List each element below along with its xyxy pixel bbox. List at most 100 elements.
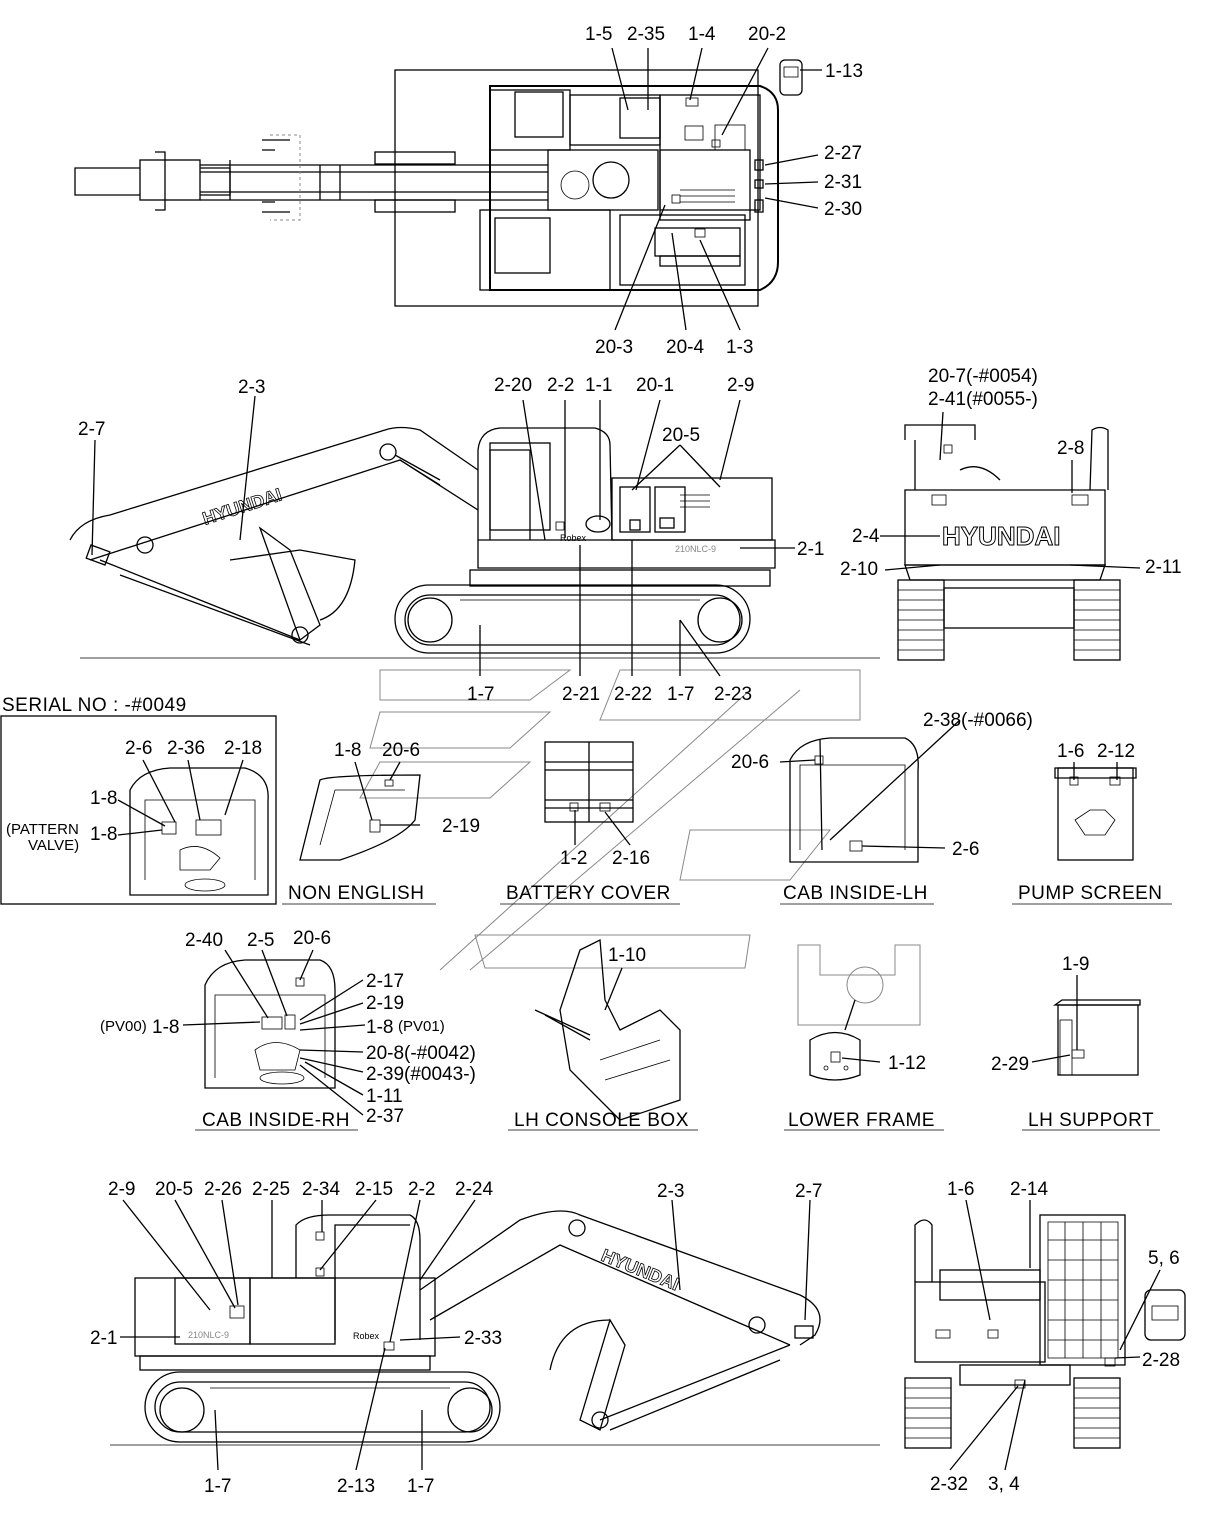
callout-2-3: 2-3 — [238, 377, 265, 398]
cab-inside-rh-title: CAB INSIDE-RH — [202, 1110, 350, 1131]
callout-2-8: 2-8 — [1057, 438, 1084, 459]
callout-2-7: 2-7 — [795, 1181, 822, 1202]
callout-2-1: 2-1 — [90, 1328, 117, 1349]
svg-text:Robex: Robex — [353, 1331, 380, 1341]
cab-inside-lh-title: CAB INSIDE-LH — [783, 883, 928, 904]
callout-1-8: 1-8 — [152, 1017, 179, 1038]
callout-1-8: 1-8 — [366, 1017, 393, 1038]
callout-1-8: 1-8 — [90, 824, 117, 845]
callout-2-2: 2-2 — [408, 1179, 435, 1200]
callout-20-2: 20-2 — [748, 24, 786, 45]
svg-text:210NLC-9: 210NLC-9 — [675, 544, 716, 554]
lh-support-title: LH SUPPORT — [1028, 1110, 1154, 1131]
serial-detail-drawing — [0, 715, 277, 905]
callout-1-4: 1-4 — [688, 24, 716, 45]
callout-20-4: 20-4 — [666, 337, 704, 358]
callout-2-2: 2-2 — [547, 375, 574, 396]
callout-2-9: 2-9 — [108, 1179, 135, 1200]
callout-1-3: 1-3 — [726, 337, 753, 358]
callout-2-6: 2-6 — [125, 738, 152, 759]
callout-2-13: 2-13 — [337, 1476, 375, 1497]
callout-20-1: 20-1 — [636, 375, 674, 396]
callout-1-6: 1-6 — [947, 1179, 974, 1200]
section-titles: SERIAL NO : -#0049 NON ENGLISH BATTERY C… — [2, 695, 1163, 1131]
callout-2-36: 2-36 — [167, 738, 205, 759]
callout-2-3: 2-3 — [657, 1181, 684, 1202]
callout-20-8: 20-8(-#0042) — [366, 1043, 476, 1064]
callout-2-25: 2-25 — [252, 1179, 290, 1200]
callout-2-17: 2-17 — [366, 971, 404, 992]
callout-2-7: 2-7 — [78, 419, 105, 440]
callout-1-8: 1-8 — [334, 740, 361, 761]
callout-20-3: 20-3 — [595, 337, 633, 358]
callout-2-24: 2-24 — [455, 1179, 493, 1200]
callout-1-10: 1-10 — [608, 945, 646, 966]
battery-cover-title: BATTERY COVER — [506, 883, 671, 904]
right-side-view-drawing: 210NLC-9 Robex HYUNDAI — [69, 426, 880, 659]
top-view-drawing — [74, 59, 803, 307]
background-stripes — [359, 669, 861, 971]
callout-1-7: 1-7 — [204, 1476, 231, 1497]
callout-1-8: 1-8 — [90, 788, 117, 809]
callout-2-14: 2-14 — [1010, 1179, 1048, 1200]
callout-2-34: 2-34 — [302, 1179, 340, 1200]
pattern-valve-label-line1: (PATTERN — [6, 821, 79, 838]
callout-2-1: 2-1 — [797, 539, 824, 560]
callout-2-38: 2-38(-#0066) — [923, 710, 1033, 731]
lower-frame-drawing — [784, 944, 944, 1131]
callout-2-30: 2-30 — [824, 199, 862, 220]
svg-text:Robex: Robex — [560, 533, 587, 543]
callout-1-9: 1-9 — [1062, 954, 1089, 975]
callout-2-5: 2-5 — [247, 930, 274, 951]
callout-3-4: 3, 4 — [988, 1474, 1020, 1495]
callout-2-26: 2-26 — [204, 1179, 242, 1200]
callout-labels: 1-5 2-35 1-4 20-2 1-13 2-27 2-31 2-30 20… — [6, 24, 1182, 1497]
callout-2-40: 2-40 — [185, 930, 223, 951]
non-english-title: NON ENGLISH — [288, 883, 424, 904]
callout-2-39: 2-39(#0043-) — [366, 1064, 476, 1085]
pump-screen-drawing — [1012, 767, 1172, 905]
callout-2-6: 2-6 — [952, 839, 979, 860]
leader-lines — [91, 47, 1161, 1471]
callout-5-6: 5, 6 — [1148, 1248, 1180, 1269]
rear-view-drawing: HYUNDAI — [897, 424, 1121, 661]
callout-20-5: 20-5 — [662, 425, 700, 446]
callout-1-7: 1-7 — [667, 684, 694, 705]
cab-inside-rh-drawing — [195, 959, 358, 1131]
callout-1-1: 1-1 — [585, 375, 612, 396]
callout-1-11: 1-11 — [366, 1086, 403, 1107]
lh-support-drawing — [1022, 999, 1160, 1131]
callout-2-28: 2-28 — [1142, 1350, 1180, 1371]
boom-brand-text-left: HYUNDAI — [599, 1245, 683, 1294]
callout-2-21: 2-21 — [562, 684, 600, 705]
callout-2-33: 2-33 — [464, 1328, 502, 1349]
callout-2-12: 2-12 — [1097, 741, 1135, 762]
callout-20-6: 20-6 — [293, 928, 331, 949]
cab-inside-lh-drawing — [780, 737, 934, 905]
callout-2-15: 2-15 — [355, 1179, 393, 1200]
callout-1-6: 1-6 — [1057, 741, 1084, 762]
callout-2-22: 2-22 — [614, 684, 652, 705]
lower-frame-title: LOWER FRAME — [788, 1110, 935, 1131]
lh-console-drawing — [508, 938, 698, 1131]
callout-2-37: 2-37 — [366, 1106, 404, 1127]
callout-1-12: 1-12 — [888, 1053, 926, 1074]
rear-brand-text: HYUNDAI — [942, 521, 1060, 551]
pump-screen-title: PUMP SCREEN — [1018, 883, 1163, 904]
callout-20-6: 20-6 — [382, 740, 420, 761]
non-english-drawing — [282, 774, 436, 905]
callout-2-27: 2-27 — [824, 143, 862, 164]
callout-1-13: 1-13 — [825, 61, 863, 82]
callout-20-5: 20-5 — [155, 1179, 193, 1200]
callout-2-9: 2-9 — [727, 375, 754, 396]
svg-text:210NLC-9: 210NLC-9 — [188, 1330, 229, 1340]
callout-2-16: 2-16 — [612, 848, 650, 869]
callout-2-35: 2-35 — [627, 24, 665, 45]
callout-2-4: 2-4 — [852, 526, 880, 547]
pv01-label: (PV01) — [398, 1018, 445, 1035]
callout-2-41: 2-41(#0055-) — [928, 389, 1038, 410]
callout-1-5: 1-5 — [585, 24, 612, 45]
front-view-drawing — [904, 1214, 1186, 1449]
serial-no-title: SERIAL NO : -#0049 — [2, 695, 187, 716]
